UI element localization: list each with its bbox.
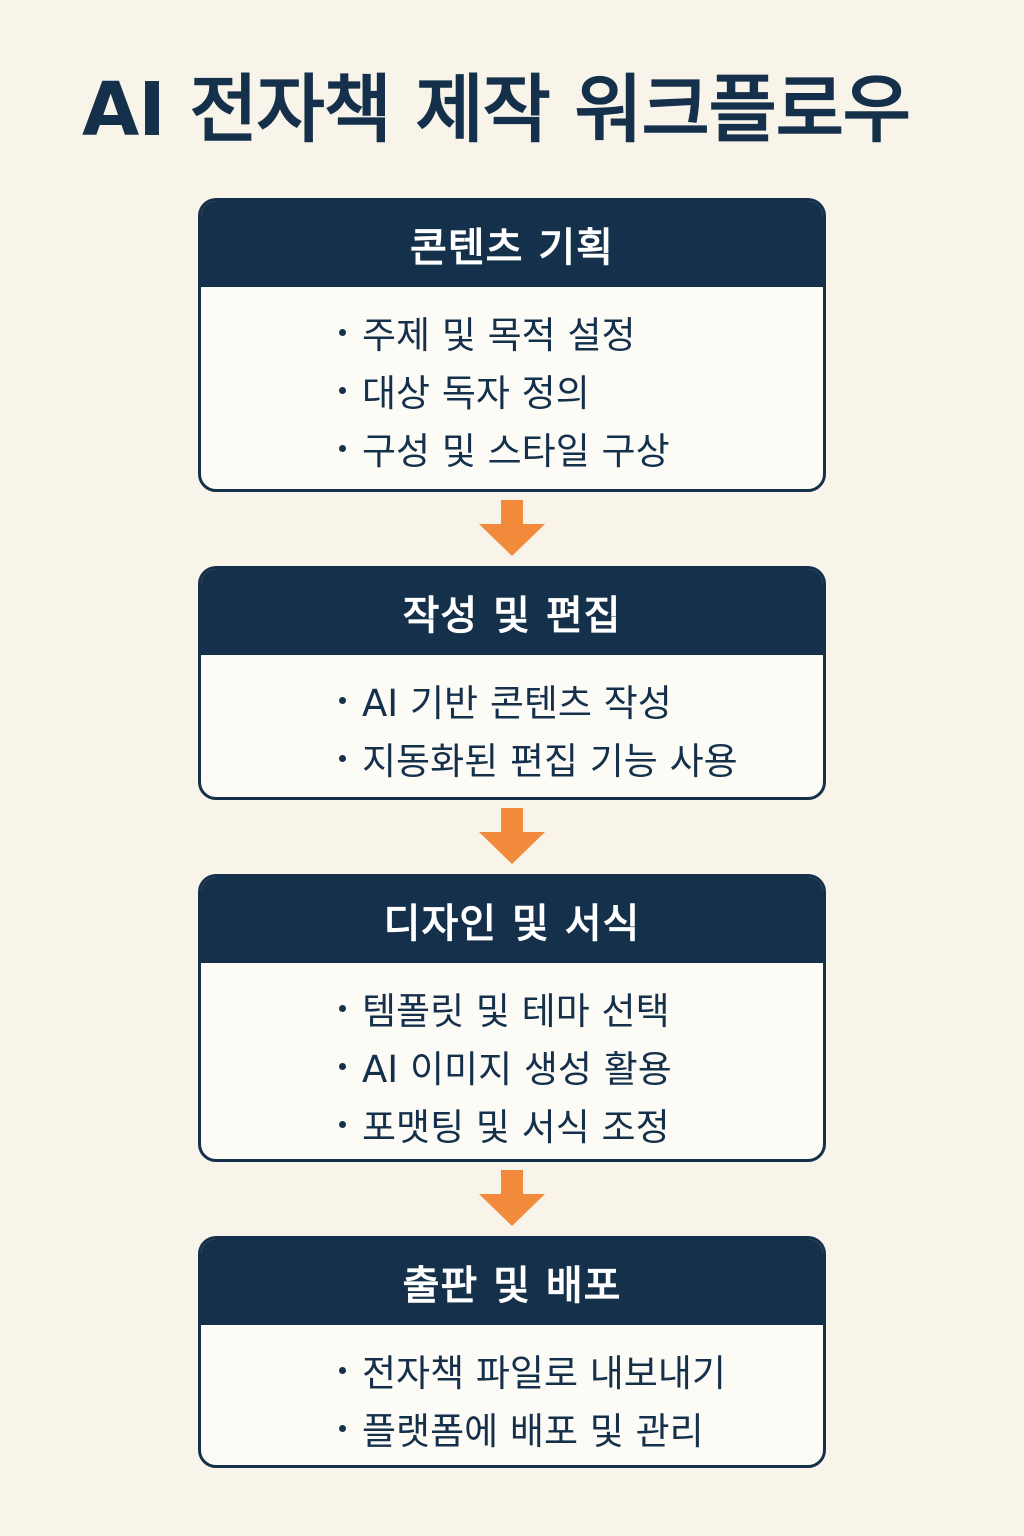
bullet-icon: [339, 1366, 346, 1374]
list-item-text: 템폴릿 및 테마 선택: [362, 990, 670, 1033]
bullet-icon: [339, 444, 346, 452]
step-items: 템폴릿 및 테마 선택 AI 이미지 생성 활용 포맷팅 및 서식 조정: [201, 963, 823, 1153]
bullet-icon: [339, 696, 346, 704]
step-header: 디자인 및 서식: [201, 877, 823, 963]
page-title: AI 전자책 제작 워크플로우: [82, 67, 911, 153]
step-header: 출판 및 배포: [201, 1239, 823, 1325]
bullet-icon: [339, 1062, 346, 1070]
bullet-icon: [339, 386, 346, 394]
bullet-icon: [339, 1424, 346, 1432]
list-item: 지동화된 편집 기능 사용: [339, 729, 823, 787]
list-item: 포맷팅 및 서식 조정: [339, 1095, 823, 1153]
step-header: 작성 및 편집: [201, 569, 823, 655]
list-item-text: 전자책 파일로 내보내기: [362, 1352, 726, 1395]
list-item: 대상 독자 정의: [339, 361, 823, 419]
list-item: AI 이미지 생성 활용: [339, 1037, 823, 1095]
list-item-text: AI 기반 콘텐츠 작성: [362, 682, 672, 725]
step-header: 콘텐츠 기획: [201, 201, 823, 287]
step-writing-editing: 작성 및 편집 AI 기반 콘텐츠 작성 지동화된 편집 기능 사용: [198, 566, 826, 800]
list-item-text: 주제 및 목적 설정: [362, 314, 636, 357]
list-item-text: 구성 및 스타일 구상: [362, 430, 670, 473]
arrow-down-icon: [479, 1170, 545, 1226]
list-item: 전자책 파일로 내보내기: [339, 1341, 823, 1399]
list-item: 플랫폼에 배포 및 관리: [339, 1399, 823, 1457]
list-item-text: 플랫폼에 배포 및 관리: [362, 1410, 704, 1453]
bullet-icon: [339, 1120, 346, 1128]
step-content-planning: 콘텐츠 기획 주제 및 목적 설정 대상 독자 정의 구성 및 스타일 구상: [198, 198, 826, 492]
arrow-down-icon: [479, 500, 545, 556]
bullet-icon: [339, 328, 346, 336]
list-item-text: 대상 독자 정의: [362, 372, 590, 415]
step-items: 전자책 파일로 내보내기 플랫폼에 배포 및 관리: [201, 1325, 823, 1457]
arrow-down-icon: [479, 808, 545, 864]
bullet-icon: [339, 1004, 346, 1012]
step-items: 주제 및 목적 설정 대상 독자 정의 구성 및 스타일 구상: [201, 287, 823, 477]
step-design-format: 디자인 및 서식 템폴릿 및 테마 선택 AI 이미지 생성 활용 포맷팅 및 …: [198, 874, 826, 1162]
list-item: 구성 및 스타일 구상: [339, 419, 823, 477]
list-item: 주제 및 목적 설정: [339, 303, 823, 361]
list-item-text: 지동화된 편집 기능 사용: [362, 740, 738, 783]
bullet-icon: [339, 754, 346, 762]
list-item-text: AI 이미지 생성 활용: [362, 1048, 672, 1091]
list-item: 템폴릿 및 테마 선택: [339, 979, 823, 1037]
list-item-text: 포맷팅 및 서식 조정: [362, 1106, 670, 1149]
step-publish-distribute: 출판 및 배포 전자책 파일로 내보내기 플랫폼에 배포 및 관리: [198, 1236, 826, 1468]
step-items: AI 기반 콘텐츠 작성 지동화된 편집 기능 사용: [201, 655, 823, 787]
list-item: AI 기반 콘텐츠 작성: [339, 671, 823, 729]
